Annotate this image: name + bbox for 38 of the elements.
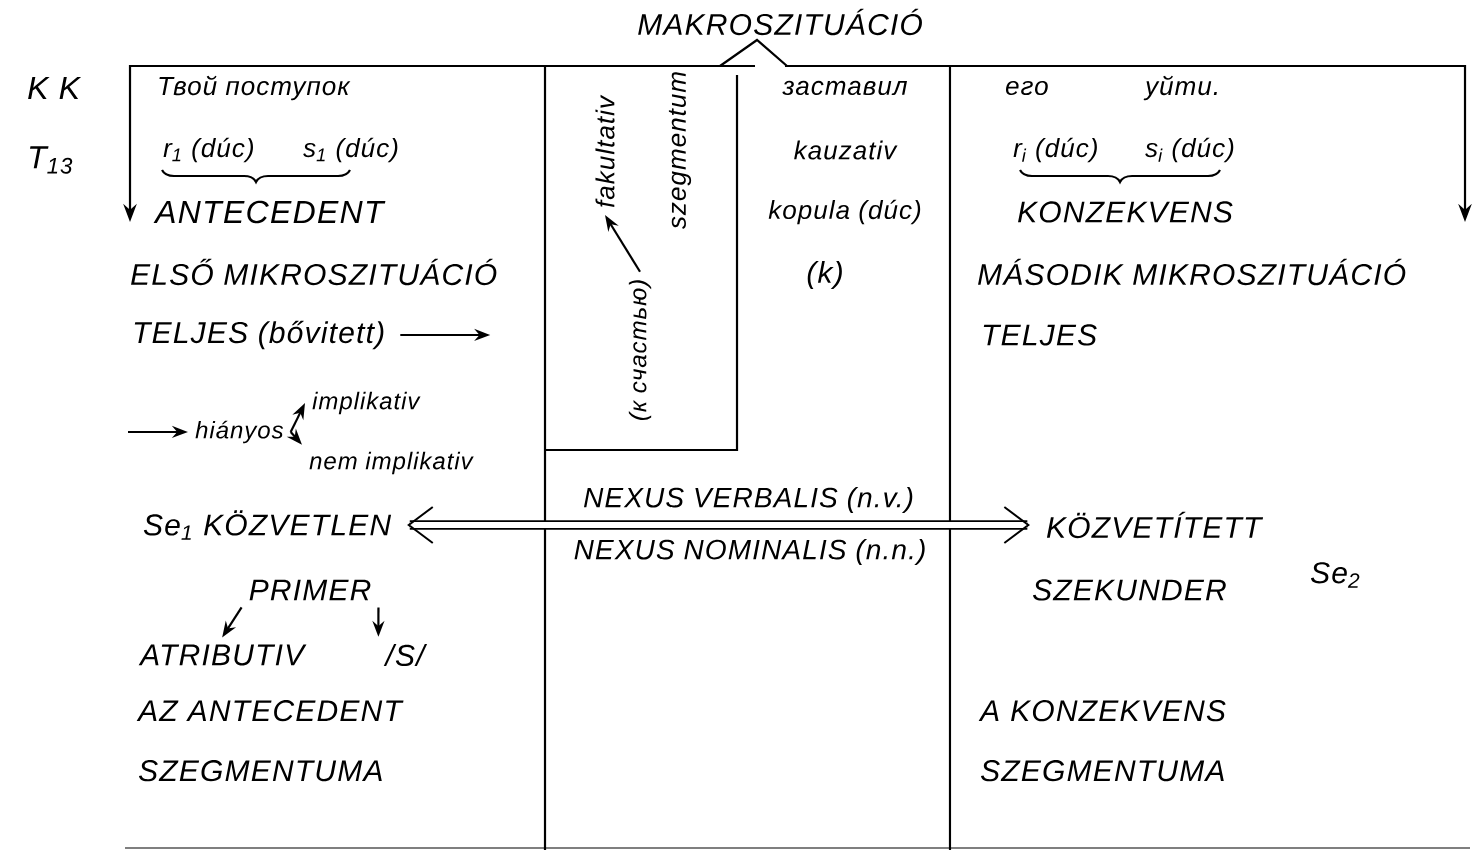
- term-label: KÖZVETÍTETT: [1046, 511, 1264, 539]
- term-label: A KONZEKVENS SZEGMENTUMA: [978, 700, 1226, 782]
- rotated-label: (к счастью): [628, 280, 652, 420]
- role-label: s$_{i}$ (dúc): [1145, 137, 1234, 163]
- rotated-label: szegmentum: [668, 72, 692, 230]
- term-label: PRIMER: [249, 579, 371, 601]
- term-label: kauzativ: [794, 140, 898, 160]
- term-label: KONZEKVENS: [1018, 201, 1233, 223]
- role-label: r$_{1}$ (dúc): [163, 137, 253, 163]
- side-label: T$_{13}$: [30, 146, 73, 174]
- sentence-word: Твой поступок: [159, 75, 351, 101]
- term-label: kopula (dúc): [768, 199, 921, 225]
- term-label: Se$_{1}$ KÖZVETLEN: [143, 510, 392, 540]
- arrow: [407, 506, 1030, 544]
- role-label: s$_{1}$ (dúc): [303, 137, 398, 163]
- term-label: SZEKUNDER: [1032, 579, 1226, 601]
- term-label: hiányos: [195, 420, 284, 444]
- role-label: r$_{i}$ (dúc): [1013, 137, 1097, 163]
- term-label: implikativ: [312, 391, 421, 415]
- term-label: MÁSODIK MIKROSZITUÁCIÓ: [978, 258, 1406, 286]
- term-label: /S/: [383, 644, 428, 666]
- sentence-word: уйти.: [1143, 75, 1217, 101]
- term-label: ELSŐ MIKROSZITUÁCIÓ: [131, 258, 497, 286]
- title: MAKROSZITUÁCIÓ: [638, 8, 922, 36]
- sentence-word: его: [1006, 80, 1048, 96]
- side-label: K K: [28, 77, 82, 99]
- symbol-label: (k): [807, 261, 842, 289]
- term-label: TELJES (bővitett): [134, 320, 384, 350]
- term-label: TELJES: [983, 324, 1097, 346]
- term-label: ATRIBUTIV: [138, 644, 307, 666]
- edge-label: NEXUS VERBALIS (n.v.): [584, 486, 913, 514]
- rotated-label: fakultativ: [595, 94, 615, 208]
- term-label: AZ ANTECEDENT SZEGMENTUMA: [136, 700, 404, 782]
- nexus-label: NEXUS NOMINALIS (n.n.): [574, 538, 925, 566]
- term-label: nem implikativ: [309, 451, 474, 475]
- term-label: ANTECEDENT: [153, 200, 386, 224]
- sentence-word: заставил: [782, 80, 907, 96]
- symbol-label: Se$_{2}$: [1310, 562, 1360, 588]
